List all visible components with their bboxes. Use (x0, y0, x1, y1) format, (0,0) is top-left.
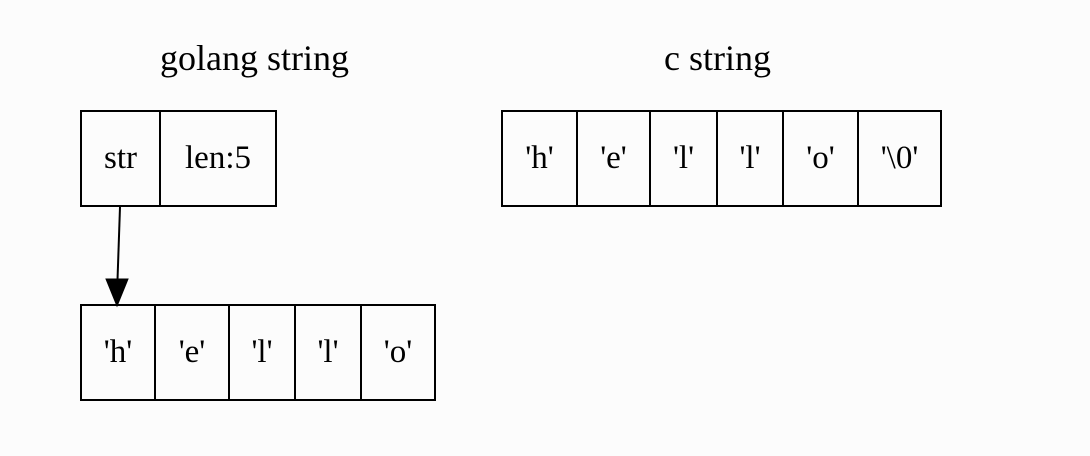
c-byte-cell-null-terminator: '\0' (880, 140, 919, 176)
c-string-title: c string (664, 38, 771, 78)
str-pointer-edge-line (116, 206, 121, 281)
golang-string-header-node: str len:5 (80, 110, 277, 207)
byte-cell-o: 'o' (383, 334, 413, 370)
c-byte-cell-e: 'e' (578, 112, 651, 205)
c-string-bytes-node: 'h' 'e' 'l' 'l' 'o' '\0' (501, 110, 942, 207)
byte-cell-l2: 'l' (296, 306, 362, 399)
byte-cell-e: 'e' (156, 306, 230, 399)
len-field: len:5 (185, 140, 251, 176)
str-pointer-field: str (82, 112, 161, 205)
golang-string-bytes-node: 'h' 'e' 'l' 'l' 'o' (80, 304, 436, 401)
c-byte-cell-h: 'h' (503, 112, 578, 205)
c-byte-cell-l2: 'l' (718, 112, 784, 205)
byte-cell-l1: 'l' (230, 306, 296, 399)
str-pointer-arrowhead (105, 278, 129, 308)
c-byte-cell-o: 'o' (784, 112, 859, 205)
byte-cell-h: 'h' (82, 306, 156, 399)
c-byte-cell-l1: 'l' (651, 112, 718, 205)
golang-string-title: golang string (160, 38, 349, 78)
